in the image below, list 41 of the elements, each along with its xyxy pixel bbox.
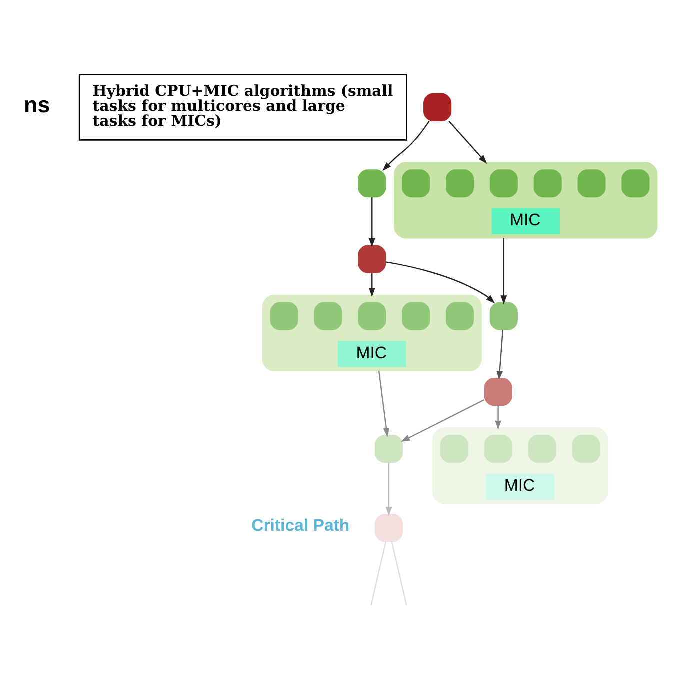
node-box bbox=[490, 169, 518, 198]
node-box bbox=[572, 434, 600, 463]
cluster: MIC bbox=[262, 294, 482, 371]
label: Critical Path bbox=[252, 516, 350, 535]
connector bbox=[391, 540, 408, 606]
arrow bbox=[448, 120, 488, 164]
node-box bbox=[374, 514, 403, 542]
node-box bbox=[534, 169, 562, 198]
node-box bbox=[446, 169, 474, 198]
arrow bbox=[386, 261, 496, 304]
label: ns bbox=[24, 92, 50, 117]
node-box bbox=[358, 169, 386, 198]
node-box bbox=[484, 434, 512, 463]
arrow bbox=[378, 370, 390, 437]
node-box bbox=[358, 244, 386, 273]
arrow bbox=[401, 398, 485, 442]
arrow bbox=[369, 196, 376, 248]
node-box bbox=[440, 434, 468, 463]
node-box bbox=[270, 302, 298, 330]
node-box bbox=[490, 302, 518, 330]
node-box bbox=[446, 302, 474, 330]
arrow bbox=[369, 272, 376, 297]
node-box bbox=[484, 378, 512, 406]
node-box bbox=[374, 434, 403, 463]
arrow bbox=[386, 462, 392, 516]
node-box bbox=[402, 302, 430, 330]
arrow bbox=[495, 405, 502, 430]
arrow bbox=[382, 120, 430, 171]
arrow bbox=[500, 238, 508, 304]
node-box bbox=[528, 434, 556, 463]
node-box bbox=[358, 302, 386, 330]
connector bbox=[370, 540, 387, 606]
node-box bbox=[578, 169, 606, 198]
node-box bbox=[622, 169, 650, 198]
arrow bbox=[496, 330, 504, 380]
node-box bbox=[314, 302, 342, 330]
node-box: Hybrid CPU+MIC algorithms (small tasks for multicores and large tasks for MICs) bbox=[78, 74, 408, 140]
cluster: MIC bbox=[432, 427, 608, 504]
node-box bbox=[402, 169, 430, 198]
cluster: MIC bbox=[394, 162, 658, 238]
node-box bbox=[424, 92, 452, 121]
